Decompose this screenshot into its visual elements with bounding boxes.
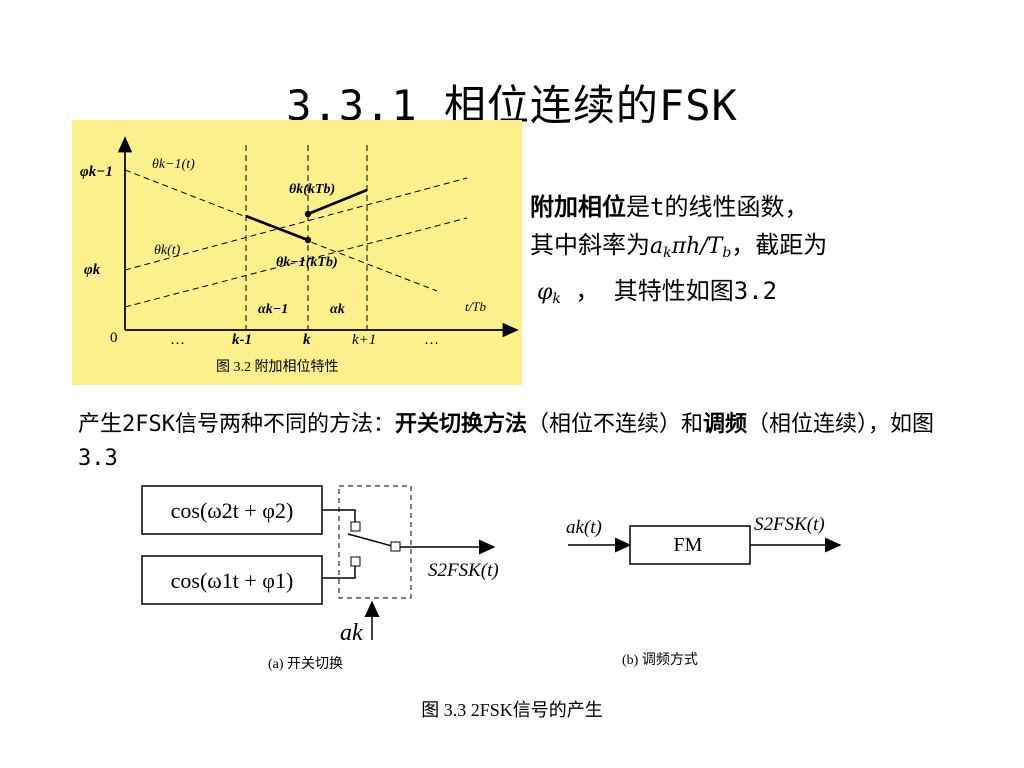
ak-input-label: ak(t)	[566, 517, 602, 538]
x-axis-label: t/Tb	[465, 299, 486, 314]
phase-segment-prev	[245, 214, 309, 242]
switch-pivot	[390, 541, 401, 552]
bold-term: 开关切换方法	[394, 412, 527, 437]
tick-label: …	[170, 332, 185, 348]
intercept-symbol: φk	[537, 280, 561, 307]
theta-k-kTb-label: θk(kTb)	[289, 182, 335, 197]
theta-prev-label: θk−1(t)	[152, 157, 195, 172]
oscillator-1-box	[141, 555, 323, 605]
ak-control-label: ak	[340, 620, 363, 646]
phase-description: 附加相位是t的线性函数， 其中斜率为akπh/Tb，截距为 φk ， 其特性如图…	[530, 188, 930, 318]
point-theta-prev-kTb	[304, 236, 312, 244]
theta-k-line-upper	[124, 177, 468, 271]
wire-osc1	[322, 566, 356, 579]
description-line-3: φk ， 其特性如图3.2	[530, 272, 930, 318]
point-theta-k-kTb	[304, 210, 312, 218]
bold-term: 调频	[703, 412, 748, 437]
wire-osc2	[322, 509, 356, 522]
figure-3-2-caption: 图 3.2 附加相位特性	[216, 359, 339, 375]
figure-3-2: φk−1 φk θk−1(t) θk(t) θk(kTb) θk−1(kTb) …	[72, 120, 522, 385]
slope-formula: akπh/Tb	[650, 234, 732, 261]
phi-prev-label: φk−1	[80, 164, 113, 180]
methods-paragraph: 产生2FSK信号两种不同的方法：开关切换方法（相位不连续）和调频（相位连续），如…	[78, 412, 935, 471]
caption-b: (b) 调频方式	[622, 652, 698, 668]
caption-a: (a) 开关切换	[268, 655, 343, 672]
figure-3-3-caption: 图 3.3 2FSK信号的产生	[421, 700, 603, 720]
description-line-1: 附加相位是t的线性函数，	[530, 188, 930, 226]
description-text: ，截距为	[731, 231, 828, 259]
origin-label: 0	[110, 330, 118, 346]
s2fsk-output-a: S2FSK(t)	[428, 560, 499, 581]
theta-prev-line	[124, 169, 438, 292]
switch-box	[338, 485, 412, 599]
switch-arm	[347, 533, 393, 547]
s2fsk-output-b: S2FSK(t)	[754, 514, 825, 535]
bold-term: 附加相位	[530, 193, 626, 221]
phase-characteristic-diagram: φk−1 φk θk−1(t) θk(t) θk(kTb) θk−1(kTb) …	[80, 136, 519, 375]
oscillator-1-label: cos(ω1t + φ1)	[171, 568, 294, 593]
tick-label: k	[303, 332, 311, 348]
tick-label: k-1	[232, 332, 252, 348]
theta-k-line-lower	[124, 217, 468, 308]
switch-contact-2	[350, 521, 361, 532]
oscillator-2-label: cos(ω2t + φ2)	[171, 498, 294, 523]
tick-label: k+1	[352, 332, 376, 348]
description-text: ， 其特性如图3.2	[560, 277, 778, 305]
switch-contact-1	[350, 556, 361, 567]
theta-k-label: θk(t)	[154, 243, 181, 258]
alpha-k-label: αk	[330, 302, 345, 317]
description-text: 其中斜率为	[530, 231, 650, 259]
alpha-prev-label: αk−1	[258, 302, 288, 317]
tick-label: …	[424, 332, 439, 348]
phase-segment-k	[307, 188, 368, 216]
fm-label: FM	[674, 534, 703, 556]
description-line-2: 其中斜率为akπh/Tb，截距为	[530, 226, 930, 272]
phi-k-label: φk	[84, 262, 101, 278]
description-text: 是t的线性函数，	[626, 193, 809, 221]
theta-prev-kTb-label: θk−1(kTb)	[276, 255, 338, 270]
